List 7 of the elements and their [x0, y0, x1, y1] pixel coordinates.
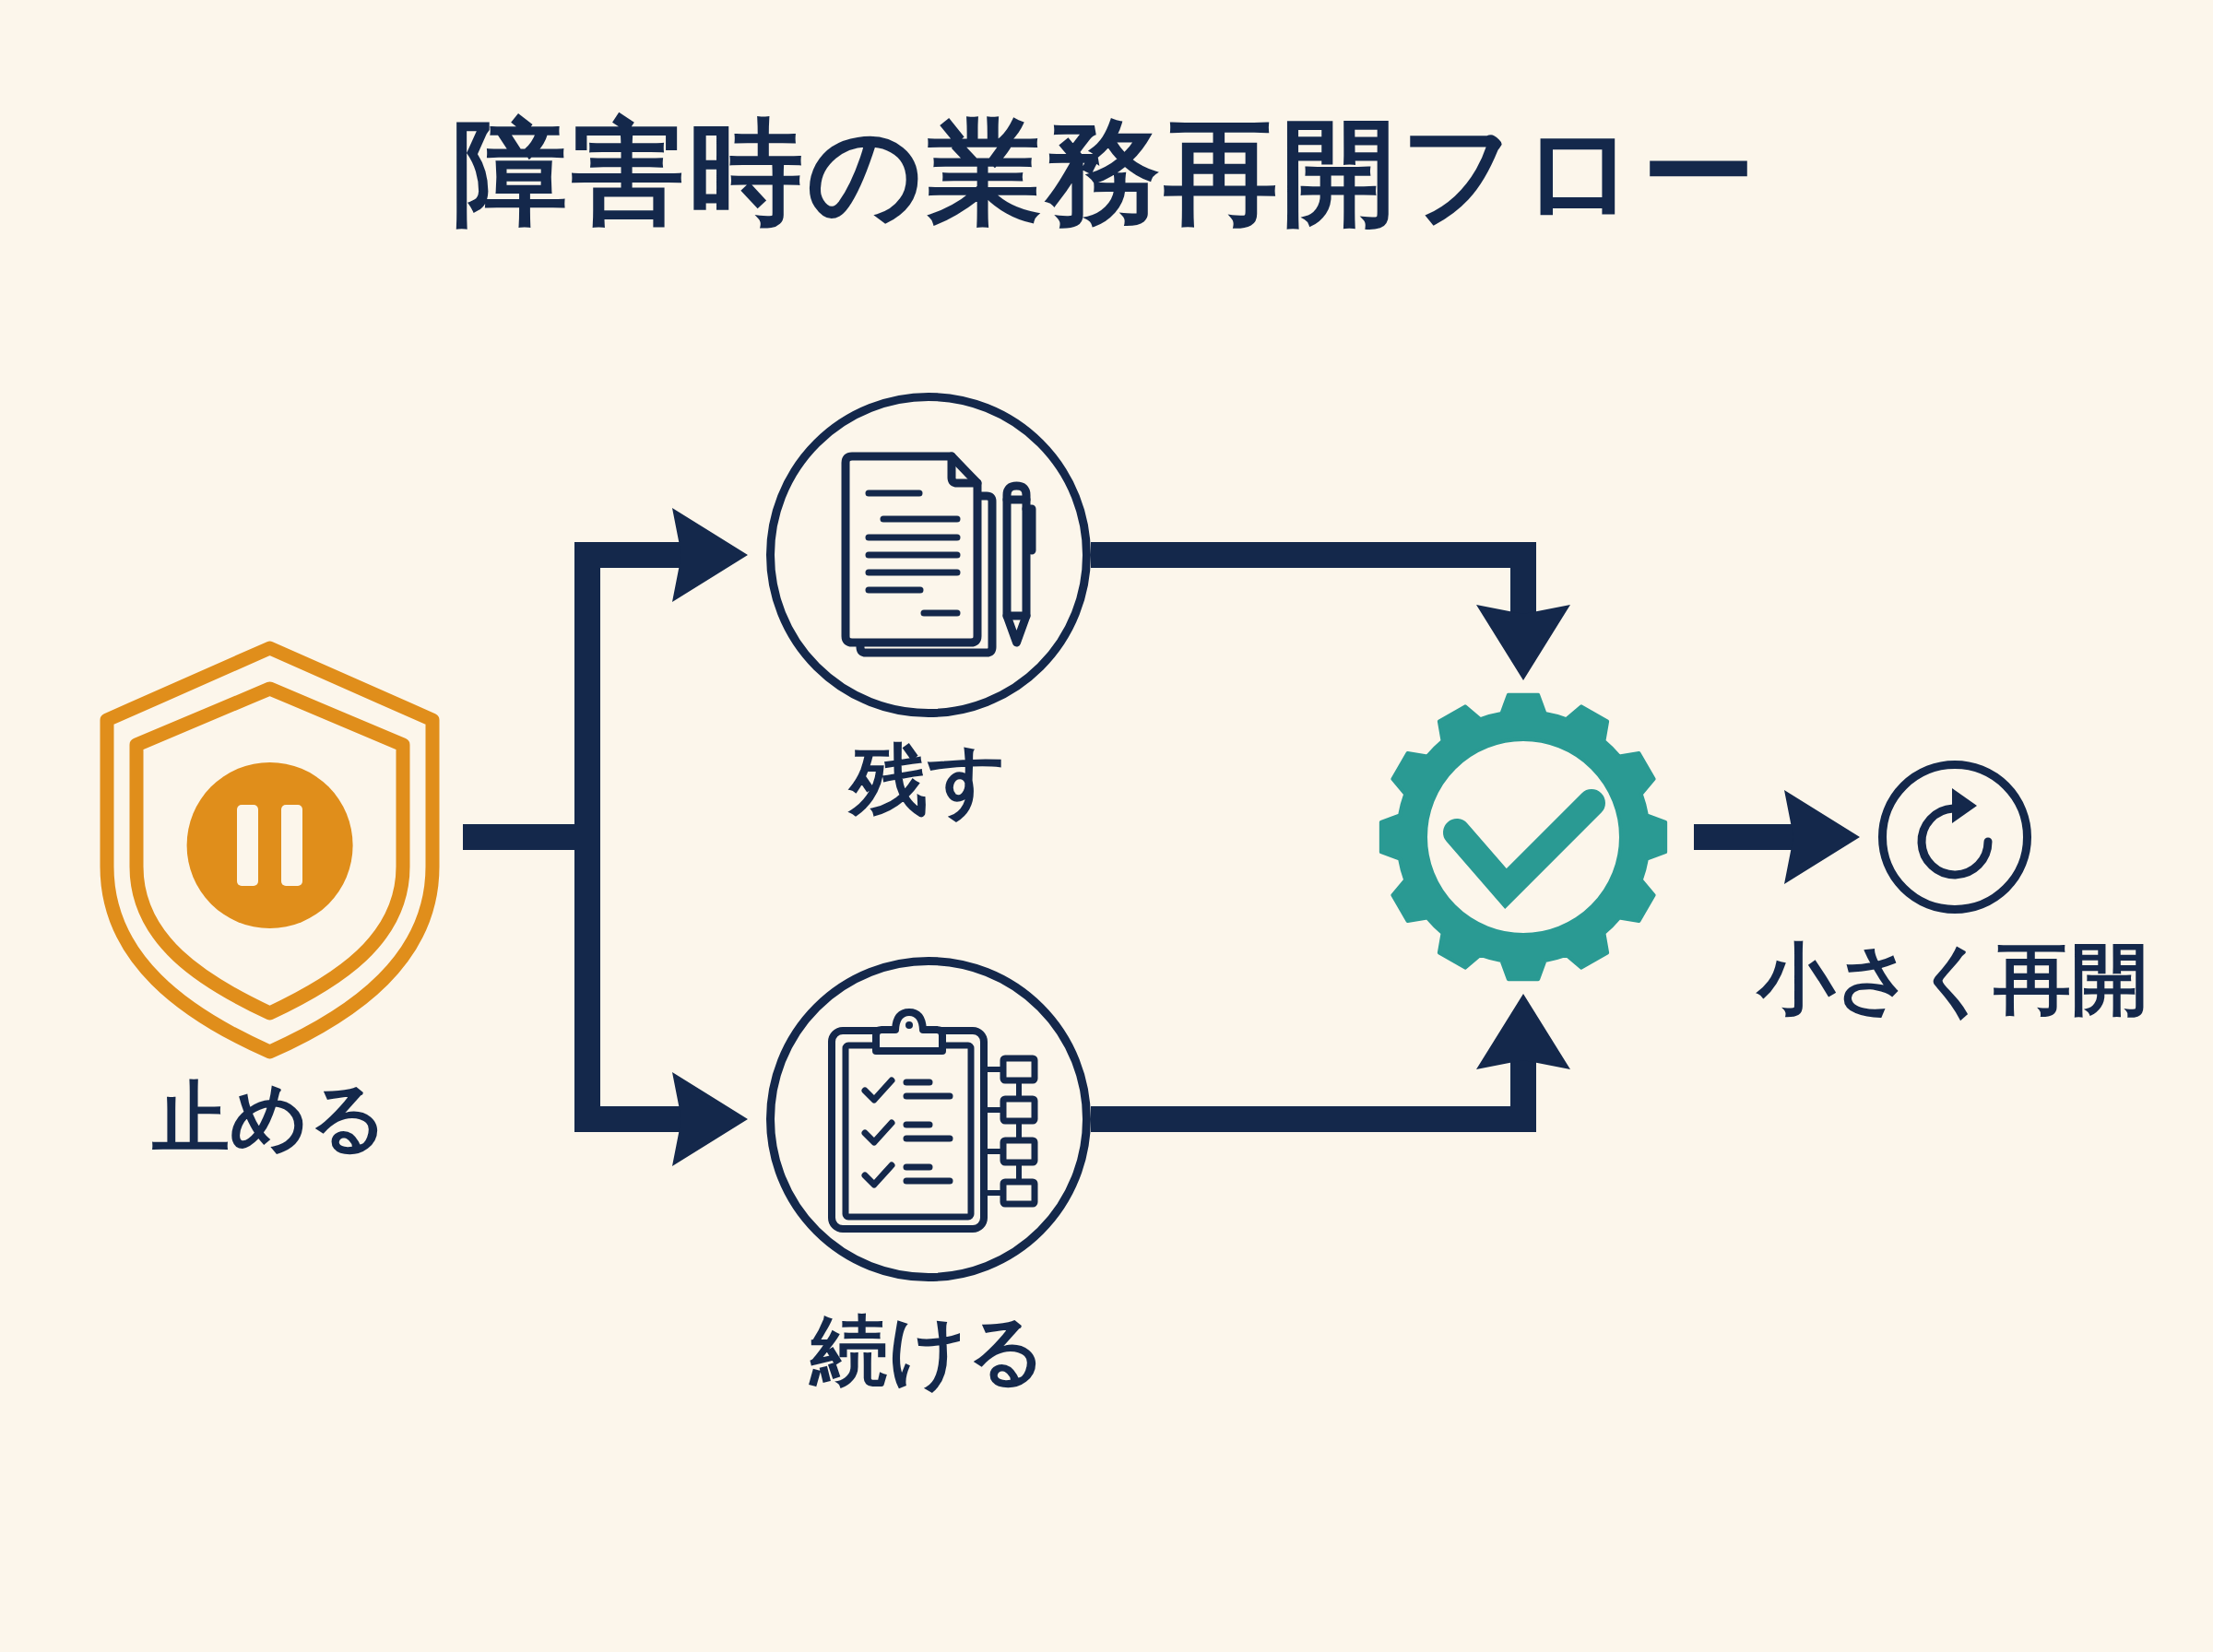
node-label: 止める: [152, 1076, 388, 1159]
node-label: 小さく再開: [1757, 938, 2148, 1021]
arrow-connector: [1091, 994, 1570, 1132]
arrow-connector: [1091, 542, 1570, 680]
node-label: 続ける: [811, 1309, 1047, 1392]
arrow-connector: [1694, 790, 1860, 884]
diagram-title: 障害時の業務再開フロー: [452, 114, 1759, 230]
